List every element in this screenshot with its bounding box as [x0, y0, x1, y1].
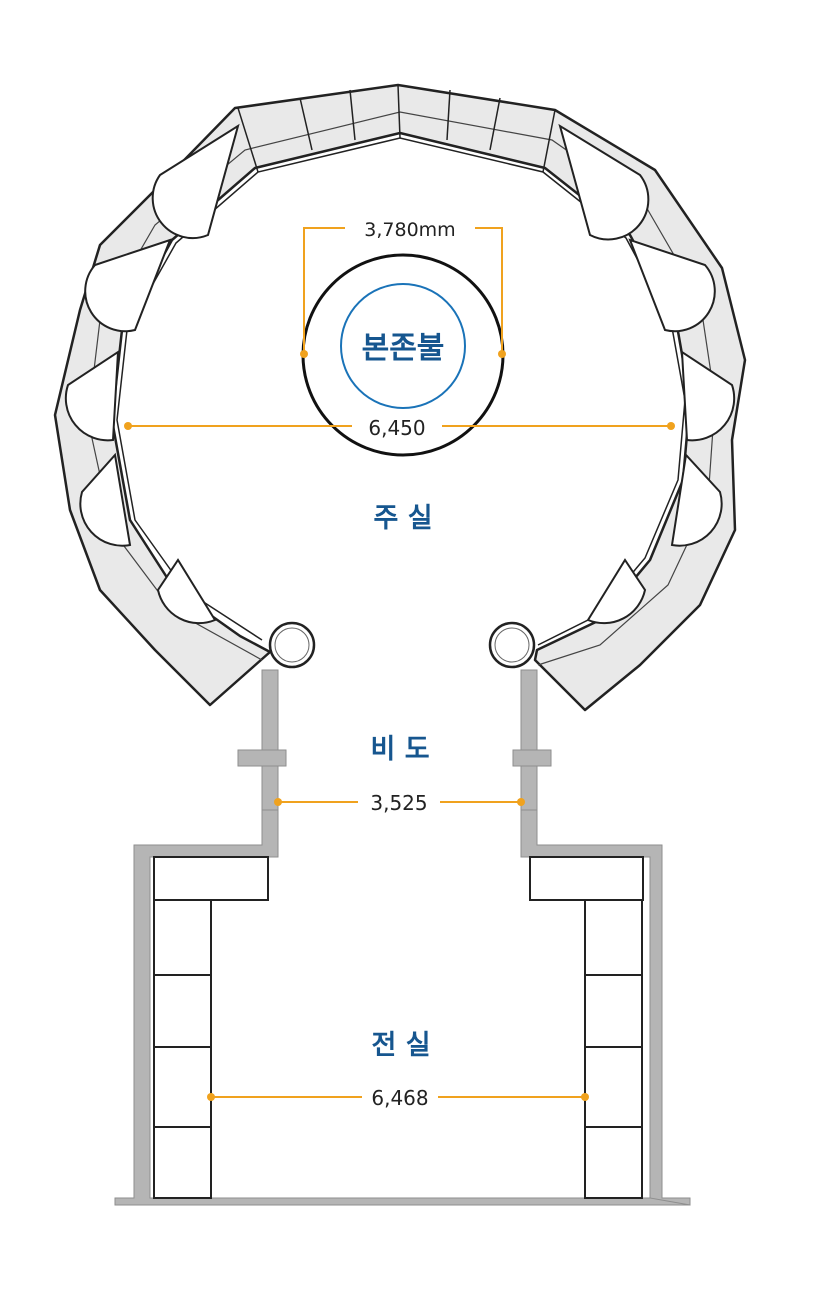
dimension-main-marker-left: [124, 422, 132, 430]
antechamber-right-panels: [529, 856, 644, 1199]
corridor-left-wall: [237, 669, 287, 811]
dimension-statue-label: 3,780mm: [364, 219, 455, 241]
dimension-ante-marker-left: [207, 1093, 215, 1101]
main-chamber-label: 주 실: [373, 503, 432, 534]
entrance-pillar-left: [268, 621, 316, 669]
dimension-statue-marker-left: [300, 350, 308, 358]
dimension-corridor-marker-right: [517, 798, 525, 806]
dimension-statue-marker-right: [498, 350, 506, 358]
dimension-main-marker-right: [667, 422, 675, 430]
corridor-label: 비 도: [370, 734, 429, 765]
dimension-ante-marker-right: [581, 1093, 589, 1101]
dimension-main-label: 6,450: [368, 416, 425, 440]
rotunda-niches: [64, 123, 736, 625]
statue-label: 본존불: [362, 331, 445, 366]
dimension-corridor-marker-left: [274, 798, 282, 806]
dimension-antechamber-label: 6,468: [371, 1086, 428, 1110]
dimension-statue: [303, 227, 503, 354]
antechamber-left-panels: [153, 856, 269, 1199]
dimension-corridor-label: 3,525: [370, 791, 427, 815]
corridor-right-wall: [512, 669, 552, 811]
antechamber-label: 전 실: [371, 1030, 430, 1061]
main-chamber-rotunda: [53, 83, 747, 712]
entrance-pillar-right: [488, 621, 536, 669]
